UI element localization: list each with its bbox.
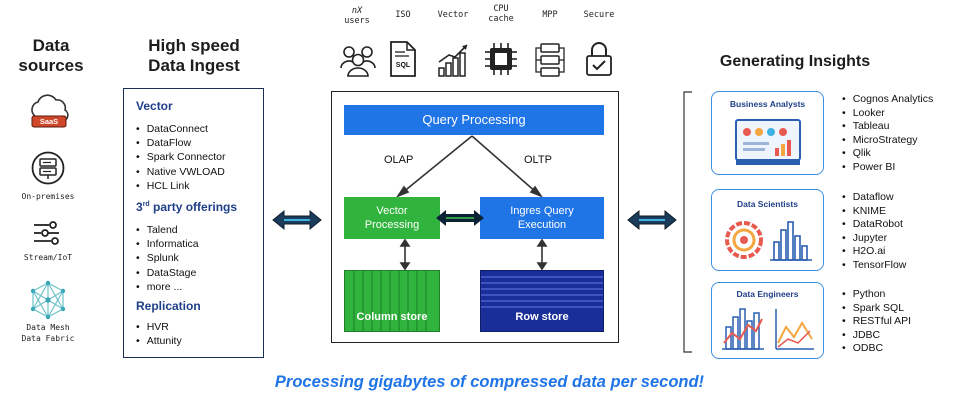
query-processing-bar: Query Processing: [344, 105, 604, 135]
list-item: ODBC: [842, 342, 911, 356]
list-item: Tableau: [842, 120, 933, 134]
stream-iot-label: Stream/IoT: [23, 253, 73, 262]
row-stripes: [481, 276, 603, 308]
data-engineer-tools: Python Spark SQL RESTful API JDBC ODBC: [842, 288, 911, 356]
list-item: Informatica: [136, 237, 199, 251]
on-premises-label: On-premises: [21, 192, 75, 201]
list-item: JDBC: [842, 329, 911, 343]
card-title: Business Analysts: [729, 99, 806, 109]
engine-panel: Query Processing OLAP OLTP Vector Proces…: [331, 91, 619, 343]
sql-document-icon: [390, 41, 416, 77]
list-item: Splunk: [136, 251, 199, 265]
list-item: Native VWLOAD: [136, 165, 225, 179]
row-store: Row store: [480, 270, 604, 332]
list-item: more ...: [136, 280, 199, 294]
saas-badge: SaaS: [39, 117, 59, 126]
ingest-panel: Vector DataConnect DataFlow Spark Connec…: [123, 88, 264, 358]
feature-secure: Secure: [579, 6, 619, 84]
ingres-execution-box: Ingres Query Execution: [480, 197, 604, 239]
growth-chart-icon: [438, 44, 468, 77]
list-item: MicroStrategy: [842, 134, 933, 148]
lock-icon: [586, 42, 612, 76]
card-title: Data Engineers: [736, 289, 799, 299]
list-item: DataRobot: [842, 218, 906, 232]
list-item: Spark Connector: [136, 150, 226, 164]
saas-cloud-icon: SaaS: [26, 92, 72, 134]
insights-bracket: [682, 91, 694, 353]
engineering-charts-icon: [722, 308, 814, 350]
feature-iso-sql: ISO SQL: [385, 6, 421, 84]
dashboard-icon: [735, 119, 801, 165]
card-title: Data Scientists: [737, 199, 798, 209]
business-analyst-tools: Cognos Analytics Looker Tableau MicroStr…: [842, 93, 934, 175]
data-scientists-card: Data Scientists: [711, 189, 824, 271]
replication-section-title: Replication: [136, 299, 201, 313]
list-item: Dataflow: [842, 191, 906, 205]
cpu-chip-icon: [485, 43, 517, 75]
list-item: RESTful API: [842, 315, 911, 329]
footer-tagline: Processing gigabytes of compressed data …: [274, 373, 705, 391]
list-item: Power BI: [842, 161, 933, 175]
olap-label: OLAP: [384, 154, 414, 166]
list-item: Python: [842, 288, 911, 302]
business-analysts-card: Business Analysts: [711, 91, 824, 175]
data-mesh-icon: [28, 280, 68, 320]
list-item: Attunity: [136, 334, 182, 348]
feature-users: nX users: [334, 6, 380, 84]
sql-badge: SQL: [395, 62, 411, 69]
data-sources-heading: Data sources: [18, 36, 84, 75]
data-scientist-tools: Dataflow KNIME DataRobot Jupyter H2O.ai …: [842, 191, 907, 273]
list-item: KNIME: [842, 205, 906, 219]
data-science-icon: [725, 221, 812, 261]
list-item: Cognos Analytics: [842, 93, 934, 107]
insights-heading: Generating Insights: [719, 53, 871, 70]
replication-tools-list: HVR Attunity: [136, 320, 182, 348]
vector-tools-list: DataConnect DataFlow Spark Connector Nat…: [136, 122, 226, 193]
stream-iot-icon: [31, 218, 65, 248]
users-icon: [340, 46, 376, 77]
engine-link-double-arrow: [436, 210, 484, 226]
query-branch-arrows: [395, 135, 548, 271]
third-party-tools-list: Talend Informatica Splunk DataStage more…: [136, 223, 199, 294]
feature-mpp: MPP: [530, 6, 570, 84]
row-store-label: Row store: [515, 311, 569, 323]
list-item: Looker: [842, 107, 933, 121]
list-item: H2O.ai: [842, 245, 906, 259]
oltp-label: OLTP: [524, 154, 552, 166]
list-item: HVR: [136, 320, 182, 334]
ingest-engine-double-arrow: [272, 209, 322, 231]
vector-processing-box: Vector Processing: [344, 197, 440, 239]
column-store: Column store: [344, 270, 440, 332]
list-item: DataConnect: [136, 122, 225, 136]
list-item: Talend: [136, 223, 199, 237]
data-mesh-label: Data Mesh Data Fabric: [21, 323, 75, 343]
data-engineers-card: Data Engineers: [711, 282, 824, 359]
column-store-label: Column store: [356, 311, 428, 323]
feature-vector: Vector: [431, 6, 475, 84]
column-stripes: [353, 271, 427, 331]
list-item: HCL Link: [136, 179, 225, 193]
list-item: Qlik: [842, 147, 933, 161]
list-item: DataFlow: [136, 136, 225, 150]
ingest-heading: High speed Data Ingest: [148, 36, 240, 75]
third-party-section-title: 3rd party offerings: [136, 200, 238, 214]
server-icon: [31, 151, 65, 185]
engine-insights-double-arrow: [627, 209, 677, 231]
list-item: Spark SQL: [842, 302, 911, 316]
list-item: TensorFlow: [842, 259, 907, 273]
list-item: DataStage: [136, 266, 199, 280]
feature-cpu-cache: CPU cache: [481, 4, 521, 84]
mpp-cluster-icon: [535, 43, 565, 77]
vector-section-title: Vector: [136, 99, 173, 113]
list-item: Jupyter: [842, 232, 906, 246]
